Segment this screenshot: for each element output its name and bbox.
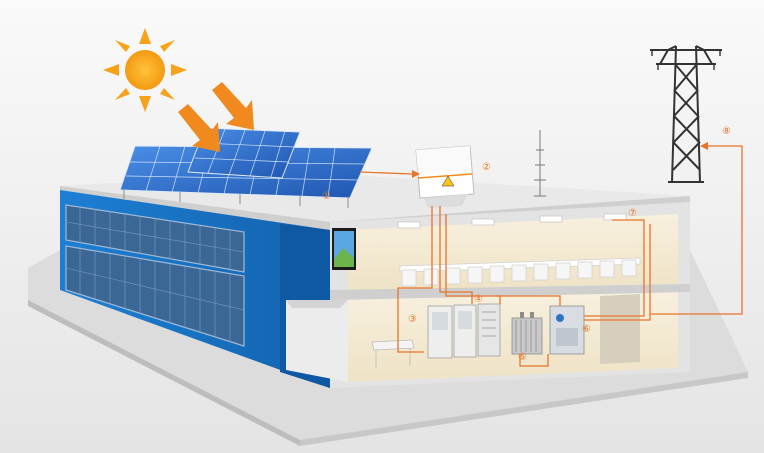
marker-7: ⑦ (628, 208, 637, 219)
annex-wall (286, 300, 348, 382)
marker-4: ④ (474, 294, 483, 305)
marker-5: ⑤ (518, 352, 527, 363)
annex-roof (286, 300, 348, 308)
marker-1: ① (322, 191, 331, 202)
ground-slab-edge (28, 300, 300, 446)
window-band-lower (65, 245, 245, 347)
transformer-icon (511, 312, 543, 355)
marker-3: ③ (408, 314, 417, 325)
ceiling-light-icon (397, 213, 627, 229)
meeting-table (399, 257, 641, 287)
marker-2: ② (482, 162, 491, 173)
sun-icon (103, 28, 187, 112)
desk-icon (371, 339, 415, 368)
marker-2-label: ② (482, 162, 491, 173)
marker-6: ⑥ (582, 324, 591, 335)
antenna-icon (534, 130, 546, 197)
marker-8: ⑧ (722, 126, 731, 137)
marker-5-label: ⑤ (518, 352, 527, 363)
marker-1-label: ① (322, 191, 331, 202)
transmission-tower-icon (650, 45, 722, 183)
switchgear-icon (549, 305, 585, 355)
ground-slab-edge-front (300, 372, 748, 446)
sunlight-arrow-icon (178, 82, 254, 152)
energy-flow-lines (359, 142, 743, 367)
floor-slab (330, 284, 690, 300)
marker-6-label: ⑥ (582, 324, 591, 335)
cabinet-icon (427, 303, 501, 359)
marker-7-label: ⑦ (628, 208, 637, 219)
marker-8-label: ⑧ (722, 126, 731, 137)
tv-screen-icon (332, 228, 356, 270)
inverter-icon (415, 145, 475, 208)
marker-3-label: ③ (408, 314, 417, 325)
marker-4-label: ④ (474, 294, 483, 305)
lower-room-doorway (600, 294, 640, 364)
window-band-upper (65, 204, 245, 273)
